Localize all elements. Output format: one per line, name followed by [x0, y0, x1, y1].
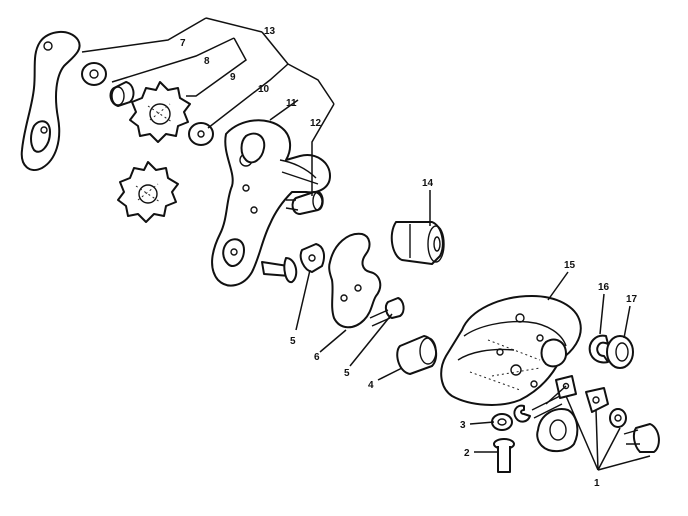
part-bushing: [109, 81, 135, 107]
part-small-nut: [491, 413, 513, 431]
part-upper-jockey-pulley: [129, 81, 191, 143]
part-cage-bolt: [261, 257, 298, 284]
part-hook-link: [328, 232, 382, 329]
callout-8: 8: [204, 56, 210, 67]
part-hex-screw: [623, 423, 660, 453]
callout-9: 9: [230, 72, 236, 83]
part-lock-plate: [585, 387, 609, 413]
callout-6: 6: [314, 352, 320, 363]
callout-4: 4: [368, 380, 374, 391]
part-washer: [81, 62, 107, 86]
part-small-washer: [188, 122, 214, 146]
part-lock-washer: [609, 408, 627, 428]
callout-2: 2: [464, 448, 470, 459]
callout-12: 12: [310, 118, 322, 129]
part-small-bolt: [369, 297, 405, 327]
part-main-mount-body: [440, 295, 582, 406]
callout-13: 13: [264, 26, 276, 37]
leader-lines: [81, 17, 651, 471]
part-lower-jockey-pulley: [117, 161, 179, 223]
part-cylinder-bushing: [396, 335, 438, 375]
part-large-collar: [536, 408, 579, 452]
part-c-clip: [588, 334, 609, 364]
callout-5-lower: 5: [344, 368, 350, 379]
callout-11: 11: [286, 98, 297, 109]
callout-15: 15: [564, 260, 576, 271]
callout-3: 3: [460, 420, 466, 431]
callout-7: 7: [180, 38, 186, 49]
part-outer-cage-plate: [20, 31, 81, 171]
callout-labels: 7 8 9 10 11 12 13 14 15 16 17 5 6 5 4 3 …: [180, 26, 638, 489]
callout-17: 17: [626, 294, 638, 305]
part-small-plate: [299, 243, 325, 273]
callout-10: 10: [258, 84, 270, 95]
part-inner-cage-body: [211, 119, 331, 287]
callout-16: 16: [598, 282, 610, 293]
callout-1: 1: [594, 478, 600, 489]
part-adjuster-barrel: [390, 221, 445, 265]
part-pivot-bolt: [285, 191, 324, 215]
callout-5-left: 5: [290, 336, 296, 347]
part-mounting-screw: [493, 438, 515, 473]
part-end-cap: [606, 335, 634, 369]
callout-14: 14: [422, 178, 434, 189]
